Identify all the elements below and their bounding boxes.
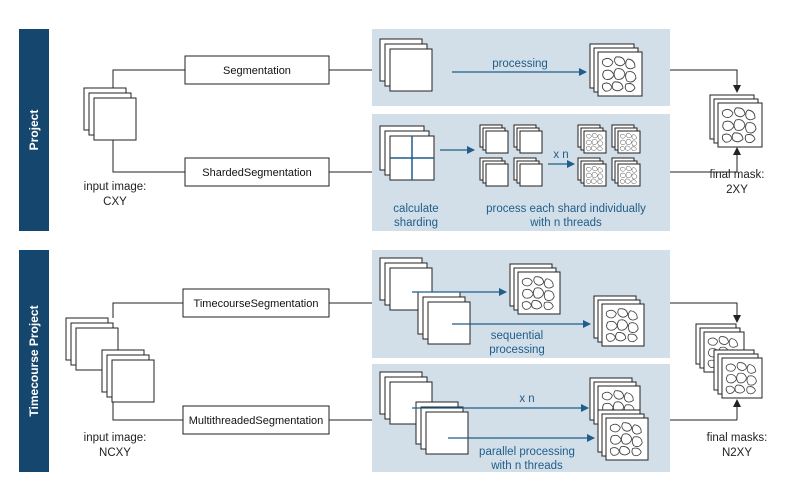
project-output-label-line2: 2XY	[726, 184, 748, 196]
seq-mask-stack-1	[509, 263, 561, 315]
par-mask-stack-2	[597, 409, 649, 461]
multithreaded-segmentation-button[interactable]: MultithreadedSegmentation	[182, 405, 330, 435]
project-input-image-stack	[83, 87, 137, 141]
shard-mask-tiles	[577, 124, 641, 187]
processing-label: processing	[492, 58, 548, 70]
shard-process-line1: process each shard individually	[486, 203, 646, 215]
segmentation-button[interactable]: Segmentation	[184, 55, 330, 85]
par-processing-line2: with n threads	[490, 460, 563, 472]
par-processing-line1: parallel processing	[479, 446, 575, 458]
timecourse-input-stack	[65, 317, 155, 403]
seq-processing-line1: sequential	[491, 330, 543, 342]
timecourse-connectors	[112, 302, 741, 421]
project-side-label: Project	[27, 110, 41, 151]
shard-process-line2: with n threads	[529, 217, 602, 229]
project-input-label-line1: input image:	[84, 181, 147, 193]
timecourse-output-label-line1: final masks:	[707, 432, 768, 444]
shard-tiles	[479, 124, 543, 187]
project-input-label-line2: CXY	[103, 196, 127, 208]
seg-mask-stack	[589, 43, 643, 97]
project-output-label-line1: final mask:	[710, 169, 765, 181]
par-times-n-label: x n	[519, 393, 534, 405]
timecourse-input-label-line2: NCXY	[99, 447, 131, 459]
timecourse-output-label-line2: N2XY	[722, 447, 752, 459]
project-final-mask-stack	[709, 94, 763, 148]
timecourse-input-label-line1: input image:	[84, 432, 147, 444]
calc-sharding-line2: sharding	[394, 217, 438, 229]
multithreaded-segmentation-button-label: MultithreadedSegmentation	[189, 415, 324, 427]
segmentation-button-label: Segmentation	[223, 65, 291, 77]
timecourse-segmentation-button-label: TimecourseSegmentation	[194, 298, 319, 310]
seg-input-stack	[379, 38, 433, 92]
shard-input-stack	[379, 125, 435, 181]
timecourse-segmentation-button[interactable]: TimecourseSegmentation	[182, 288, 330, 318]
project-connectors	[112, 69, 741, 173]
project-side-bar	[19, 29, 49, 231]
sharded-segmentation-button[interactable]: ShardedSegmentation	[184, 157, 330, 187]
par-input-stacks	[379, 371, 469, 455]
timecourse-side-bar	[19, 250, 49, 472]
seq-input-stacks	[379, 257, 471, 345]
seq-mask-stack-2	[593, 295, 645, 347]
sharded-segmentation-button-label: ShardedSegmentation	[202, 167, 311, 179]
seq-processing-line2: processing	[489, 344, 545, 356]
timecourse-final-mask-stack	[695, 323, 763, 399]
calc-sharding-line1: calculate	[393, 203, 438, 215]
shard-times-n-label: x n	[553, 149, 568, 161]
timecourse-side-label: Timecourse Project	[27, 305, 41, 416]
